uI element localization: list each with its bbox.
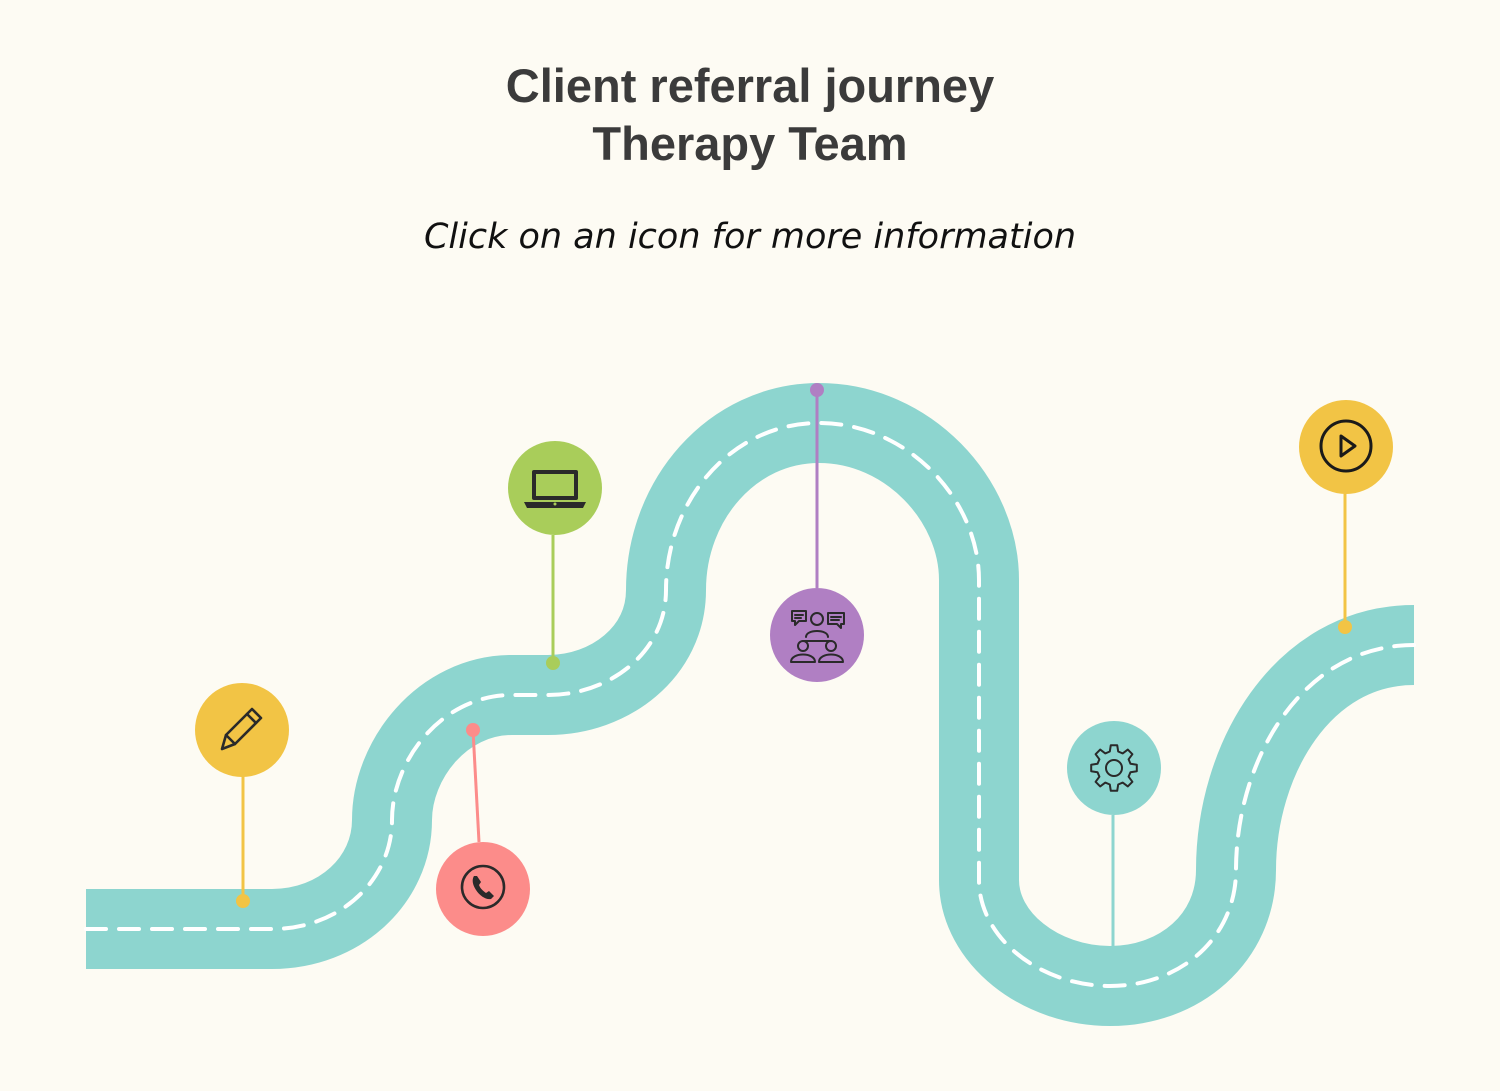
pencil-marker[interactable] [195,683,289,908]
play-marker[interactable] [1299,400,1393,634]
gear-marker-circle[interactable] [1067,721,1161,815]
instruction-text: Click on an icon for more information [423,217,1077,257]
phone-icon [460,864,506,910]
laptop-marker[interactable] [508,441,602,670]
page-subtitle-team: Therapy Team [592,117,908,170]
play-marker-pin [1338,620,1352,634]
phone-marker-circle[interactable] [436,842,530,936]
road-surface [86,383,1416,1026]
road [84,383,1416,1026]
road-center-dashes [84,420,1416,989]
gear-marker[interactable] [1067,721,1161,946]
pencil-icon [220,707,263,751]
pencil-marker-pin [236,894,250,908]
play-icon [1319,419,1373,473]
laptop-marker-pin [546,656,560,670]
phone-marker[interactable] [436,723,530,936]
group-discussion-marker-circle[interactable] [770,588,864,682]
phone-marker-stem [471,729,481,843]
pencil-marker-circle[interactable] [195,683,289,777]
phone-marker-pin [466,723,480,737]
page-title: Client referral journey [505,59,995,112]
group-discussion-marker[interactable] [770,383,864,682]
laptop-icon [524,470,586,508]
group-discussion-marker-pin [810,383,824,397]
group-discussion-icon [790,610,845,663]
gear-icon [1090,744,1138,792]
play-marker-circle[interactable] [1299,400,1393,494]
